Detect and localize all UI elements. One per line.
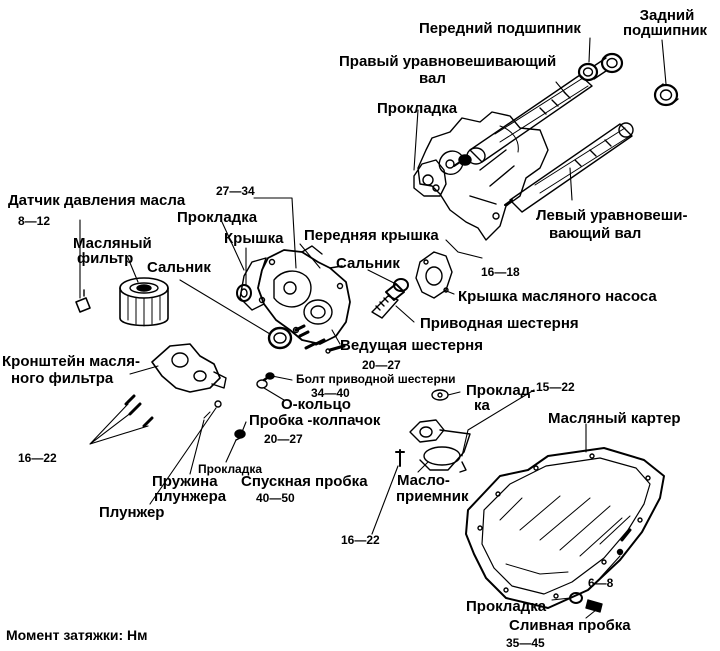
- bracket-label-line2: ного фильтра: [11, 370, 114, 387]
- drive-gear-part: [371, 283, 405, 319]
- front-bearing-part: [577, 52, 624, 82]
- plug-cap-part: [234, 429, 246, 441]
- drain-plug-label: Сливная пробка: [509, 617, 631, 634]
- torque-8-12-label: 8—12: [18, 214, 51, 228]
- oil-filter-bracket-part: [151, 343, 227, 393]
- left-balance-shaft-label-line2: вающий вал: [549, 225, 642, 242]
- torque-16-18-label: 16—18: [481, 265, 520, 279]
- gasket-drain-small-label: Прокладка: [198, 462, 263, 476]
- cover-small-part: [236, 284, 252, 302]
- o-ring-part: [256, 372, 275, 389]
- gasket-pickup-label-line2: ка: [474, 397, 490, 414]
- pickup-label-line1: Масло-: [397, 472, 450, 489]
- left-balance-shaft-label-line1: Левый уравновеши-: [536, 207, 688, 224]
- torque-units-note: Момент затяжки: Нм: [6, 627, 148, 643]
- rear-bearing-label-line2: подшипник: [622, 22, 708, 39]
- bracket-bolts: [124, 394, 154, 428]
- gasket-pickup-label-line1: Проклад-: [466, 382, 536, 399]
- plunger-spring-label-line2: плунжера: [154, 488, 227, 505]
- oil-filter-part: [119, 277, 169, 327]
- torque-16-22-bottom-label: 16—22: [341, 533, 380, 547]
- front-cover-label: Передняя крышка: [304, 227, 439, 244]
- drive-gear-label: Приводная шестерня: [420, 315, 579, 332]
- seal-left-label: Сальник: [147, 259, 211, 276]
- pickup-label-line2: приемник: [396, 488, 469, 505]
- oil-pan-part: [465, 447, 665, 609]
- gasket-cover-label: Прокладка: [177, 209, 258, 226]
- oil-pump-cover-part: [415, 251, 453, 299]
- torque-20-27-a-label: 20—27: [362, 358, 401, 372]
- torque-16-22-left-label: 16—22: [18, 451, 57, 465]
- oil-pickup-part: [395, 419, 471, 473]
- right-balance-shaft-label-line2: вал: [419, 70, 446, 87]
- torque-15-22-top-label: 15—22: [536, 380, 575, 394]
- torque-20-27-b-label: 20—27: [264, 432, 303, 446]
- drive-gear-bolt-label: Болт приводной шестерни: [296, 372, 456, 386]
- rear-bearing-label-line1: Задний: [639, 7, 695, 24]
- oil-pressure-sensor-part: [75, 289, 91, 313]
- engine-block-outline: [417, 111, 549, 241]
- right-balance-shaft-label-line1: Правый уравновешивающий: [339, 53, 557, 70]
- plunger-spring-label-line1: Пружина: [152, 473, 218, 490]
- torque-6-8-label: 6—8: [588, 576, 614, 590]
- bracket-label-line1: Кронштейн масля-: [2, 353, 141, 370]
- left-balance-shaft-part: [504, 122, 634, 213]
- oil-pan-label: Масляный картер: [548, 410, 681, 427]
- pan-bolt-part: [616, 528, 632, 556]
- oil-filter-label-line1: Масляный: [73, 235, 152, 252]
- gasket-bottom-label: Прокладка: [466, 598, 547, 615]
- plunger-part: [203, 400, 222, 419]
- drain-plug-part: [569, 592, 603, 613]
- cover-label: Крышка: [224, 230, 284, 247]
- oil-pressure-sensor-label: Датчик давления масла: [8, 192, 186, 209]
- plug-cap-label: Пробка -колпачок: [249, 412, 381, 429]
- pickup-gasket-part: [431, 389, 449, 401]
- oil-filter-label-line2: фильтр: [77, 250, 134, 267]
- leader-lines: [79, 37, 667, 619]
- rear-bearing-part: [653, 83, 679, 107]
- o-ring-label: О-кольцо: [281, 396, 351, 413]
- crank-seal-left: [267, 326, 293, 350]
- right-balance-shaft-part: [453, 74, 593, 167]
- torque-40-50-label: 40—50: [256, 491, 295, 505]
- torque-27-34-label: 27—34: [216, 184, 255, 198]
- torque-34-40-label: 34—40: [311, 386, 350, 400]
- seal-right-label: Сальник: [336, 255, 400, 272]
- driving-gear-label: Ведущая шестерня: [340, 337, 483, 354]
- oil-pump-cover-label: Крышка масляного насоса: [458, 288, 657, 305]
- torque-35-45-label: 35—45: [506, 636, 545, 650]
- plunger-label: Плунжер: [99, 504, 165, 521]
- gasket-top-label: Прокладка: [377, 100, 458, 117]
- drain-plug-plug-label: Спускная пробка: [241, 473, 368, 490]
- front-bearing-label: Передний подшипник: [419, 20, 581, 37]
- top-gasket-part: [413, 159, 447, 197]
